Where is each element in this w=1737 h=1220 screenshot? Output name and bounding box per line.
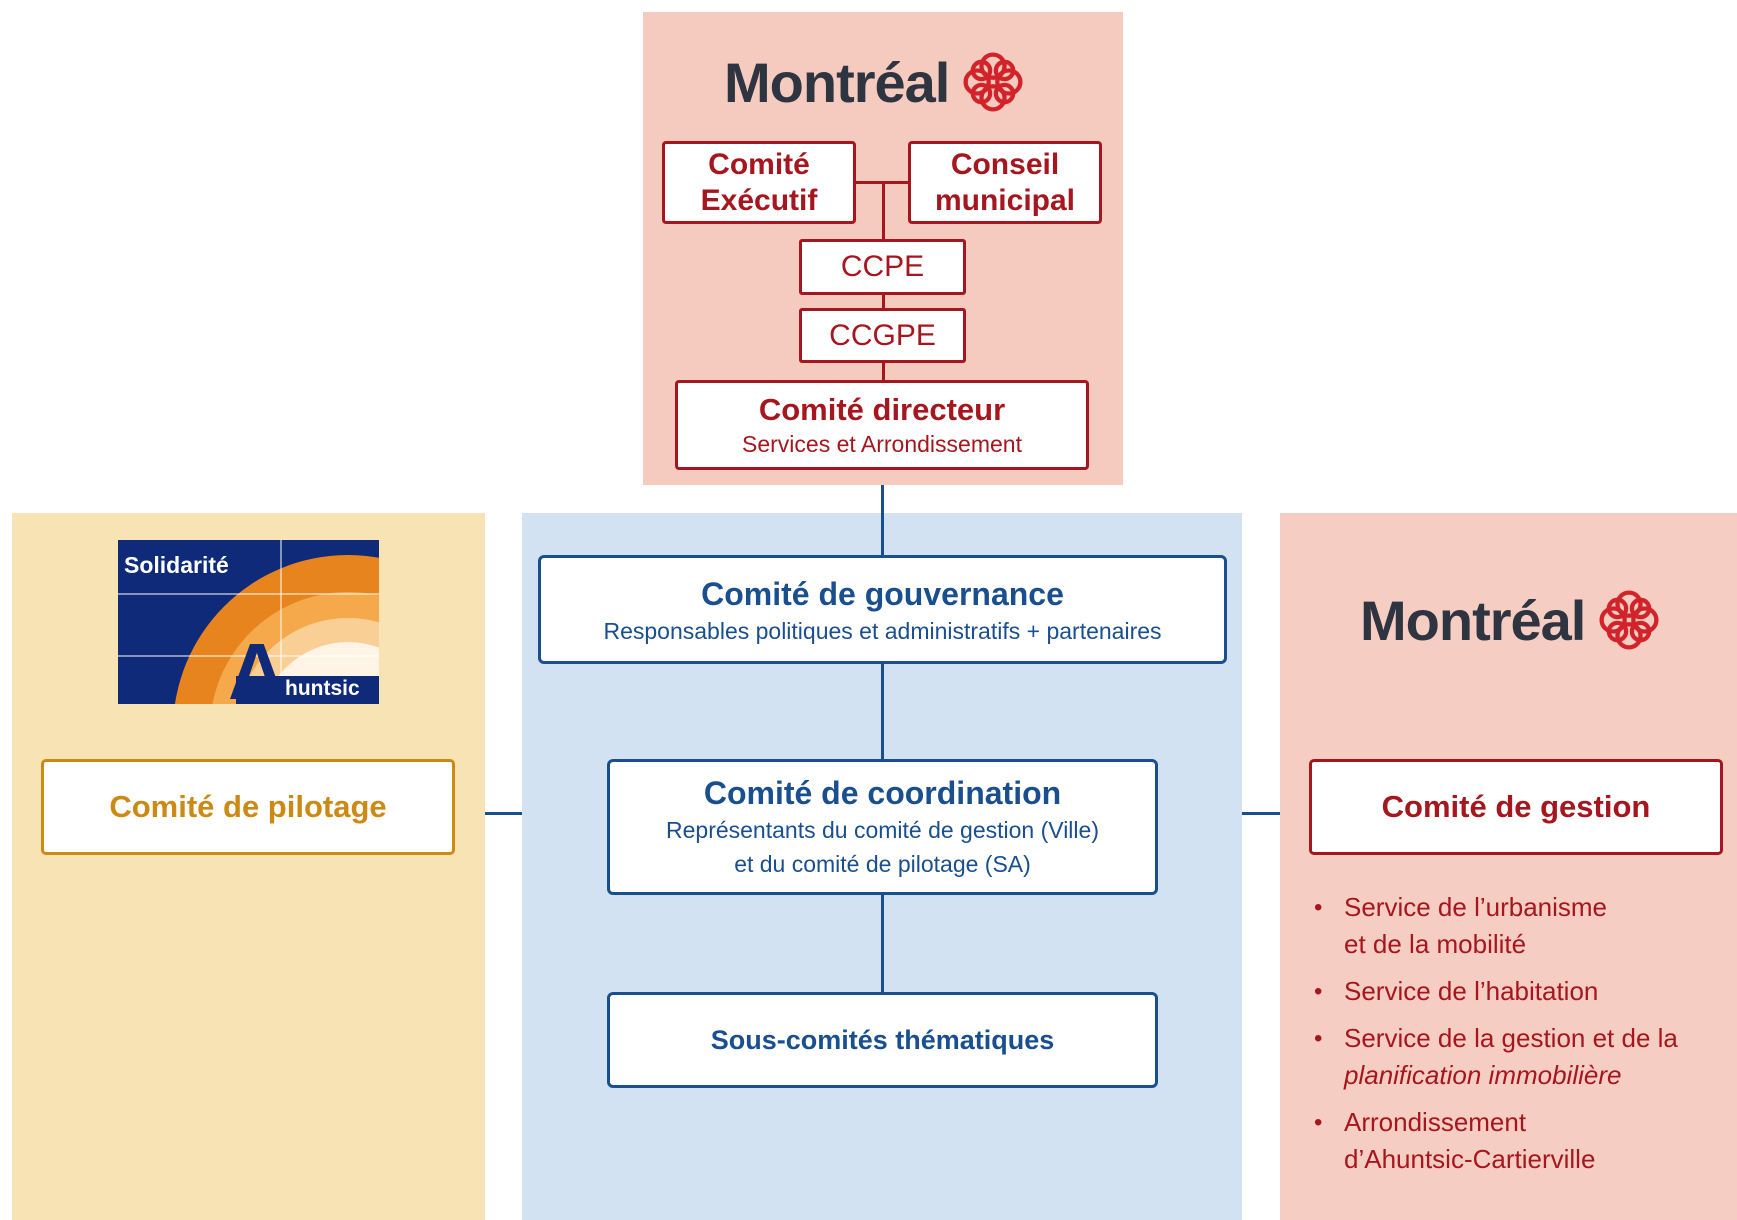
comite-executif-line1: Comité [708, 147, 810, 181]
comite-coordination-title: Comité de coordination [703, 775, 1062, 811]
list-item: Service de la gestion et de la planifica… [1308, 1020, 1728, 1094]
montreal-logo-top: Montréal [724, 44, 1029, 120]
conseil-municipal-box: Conseil municipal [908, 141, 1102, 224]
connector-pilotage-coordination [485, 812, 522, 815]
solidarite-ahuntsic-logo: Solidarité A huntsic [118, 540, 379, 704]
comite-executif-line2: Exécutif [700, 183, 818, 217]
connector-to-ccpe [882, 181, 885, 239]
montreal-logo-right: Montréal [1360, 582, 1665, 658]
comite-coordination-box: Comité de coordination Représentants du … [607, 759, 1158, 895]
montreal-rosette-right-icon [1599, 590, 1659, 650]
connector-ccpe-ccgpe [882, 294, 885, 309]
comite-coordination-sub1: Représentants du comité de gestion (Vill… [666, 817, 1099, 843]
comite-pilotage-label: Comité de pilotage [109, 789, 387, 824]
connector-directeur-gouvernance [881, 485, 884, 555]
sous-comites-box: Sous-comités thématiques [607, 992, 1158, 1088]
solidarite-logo-word: Solidarité [124, 552, 229, 578]
comite-directeur-title: Comité directeur [758, 392, 1006, 427]
connector-coordination-gestion [1242, 812, 1280, 815]
conseil-municipal-line1: Conseil [950, 147, 1060, 181]
comite-coordination-sub2: et du comité de pilotage (SA) [734, 851, 1031, 877]
ahuntsic-logo-letter: A [228, 627, 286, 705]
connector-ccgpe-directeur [882, 362, 885, 382]
list-item: Service de l’urbanisme et de la mobilité [1308, 889, 1728, 963]
ccgpe-label: CCGPE [829, 318, 936, 352]
montreal-logo-right-text: Montréal [1360, 588, 1586, 652]
comite-executif-box: Comité Exécutif [662, 141, 856, 224]
connector-gouvernance-coordination [881, 664, 884, 759]
sous-comites-label: Sous-comités thématiques [710, 1024, 1055, 1055]
ahuntsic-logo-rest: huntsic [285, 677, 360, 700]
comite-gouvernance-box: Comité de gouvernance Responsables polit… [538, 555, 1227, 664]
list-item: Service de l’habitation [1308, 973, 1728, 1010]
ccpe-label: CCPE [840, 250, 925, 283]
connector-coordination-souscomites [881, 895, 884, 992]
ccgpe-box: CCGPE [799, 308, 966, 363]
comite-gestion-box: Comité de gestion [1309, 759, 1723, 855]
right-panel-montreal [1280, 513, 1737, 1220]
solidarite-ahuntsic-arcs-icon [118, 540, 379, 704]
comite-gouvernance-title: Comité de gouvernance [701, 575, 1064, 612]
ccpe-box: CCPE [799, 239, 966, 295]
list-item: Arrondissement d’Ahuntsic-Cartierville [1308, 1104, 1728, 1178]
comite-directeur-subtitle: Services et Arrondissement [742, 431, 1022, 457]
montreal-logo-text: Montréal [724, 50, 950, 114]
comite-gouvernance-subtitle: Responsables politiques et administratif… [603, 617, 1162, 644]
montreal-rosette-icon [963, 52, 1023, 112]
conseil-municipal-line2: municipal [934, 183, 1076, 217]
comite-directeur-box: Comité directeur Services et Arrondissem… [675, 380, 1089, 470]
gestion-services-list: Service de l’urbanisme et de la mobilité… [1308, 889, 1728, 1188]
comite-pilotage-box: Comité de pilotage [41, 759, 455, 855]
comite-gestion-label: Comité de gestion [1381, 789, 1651, 824]
